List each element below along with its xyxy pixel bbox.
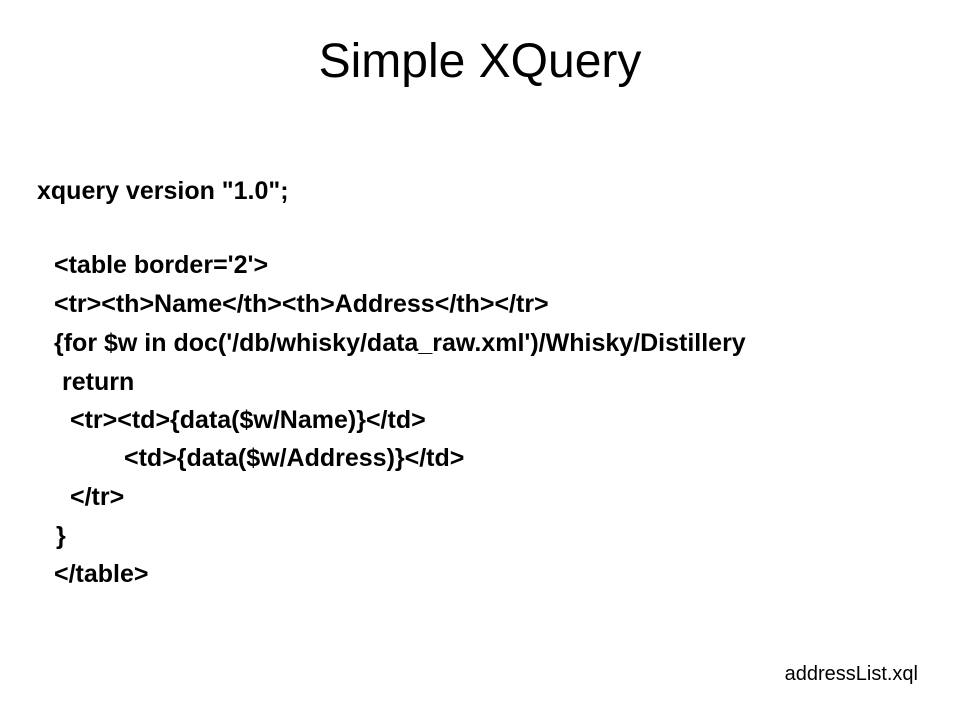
code-line-return: return [62, 368, 135, 396]
code-line-row-address: <td>{data($w/Address)}</td> [124, 444, 465, 472]
code-block: xquery version "1.0"; <table border='2'>… [37, 177, 746, 588]
code-line-row-name: <tr><td>{data($w/Name)}</td> [70, 406, 426, 434]
code-line-table-close: </table> [54, 560, 149, 588]
code-line-xquery-version: xquery version "1.0"; [37, 177, 289, 205]
code-line-table-open: <table border='2'> [54, 251, 269, 279]
code-line-for-clause: {for $w in doc('/db/whisky/data_raw.xml'… [54, 329, 746, 357]
code-line-brace-close: } [56, 522, 66, 550]
code-line-tr-close: </tr> [70, 483, 125, 511]
slide-title: Simple XQuery [318, 35, 642, 88]
code-line-header-row: <tr><th>Name</th><th>Address</th></tr> [54, 290, 549, 318]
filename-footer: addressList.xql [784, 663, 918, 685]
